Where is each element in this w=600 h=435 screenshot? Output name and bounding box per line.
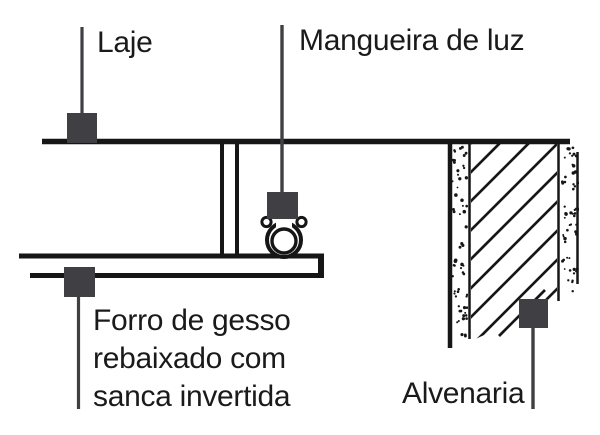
label-forro-line-1: Forro de gesso: [93, 304, 291, 337]
masonry-wall: [447, 142, 579, 348]
label-mangueira-de-luz: Mangueira de luz: [299, 24, 525, 57]
wall-stipple-right: [560, 146, 579, 293]
alvenaria-marker: [519, 299, 548, 328]
label-alvenaria: Alvenaria: [402, 377, 525, 410]
label-forro-line-3: sanca invertida: [93, 380, 291, 413]
clamp-left-ear-icon: [260, 215, 273, 229]
wall-hatch: [471, 142, 557, 341]
hanger-lines: [220, 144, 239, 255]
laje-marker: [67, 113, 97, 143]
forro-marker: [64, 267, 95, 297]
rope-light-circle-icon: [270, 227, 298, 255]
wall-stipple-left: [452, 145, 468, 338]
mangueira-marker: [267, 192, 298, 219]
leader-lines: [76, 25, 535, 409]
leader-markers: [64, 113, 548, 328]
clamp-right-ear-icon: [295, 215, 308, 229]
label-forro-de-gesso: Forro de gesso rebaixado com sanca inver…: [93, 302, 291, 416]
label-laje: Laje: [97, 26, 153, 59]
label-forro-line-2: rebaixado com: [93, 342, 286, 375]
